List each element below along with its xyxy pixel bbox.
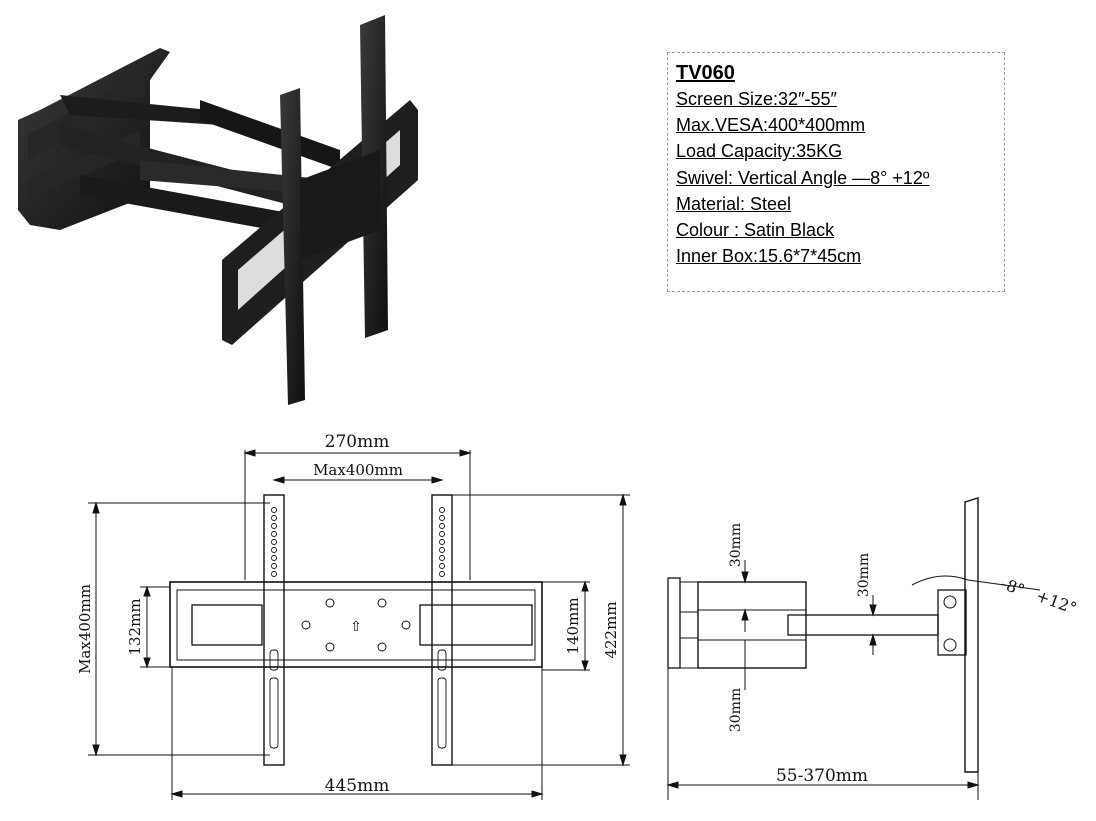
- tilt-down-label: -8°: [999, 574, 1028, 600]
- rail-holes: [269, 507, 447, 749]
- dim-vesa-max: Max400mm: [313, 461, 403, 479]
- product-photo: [18, 15, 418, 405]
- dim-width-top: 270mm: [325, 432, 390, 452]
- tv-plate: [222, 15, 418, 405]
- dim-extension: 55-370mm: [776, 766, 868, 786]
- technical-drawing: ⇧ 270mm Max400mm Max400mm 132mm 140: [76, 432, 1080, 800]
- dim-arm-offset: 30mm: [856, 553, 872, 597]
- front-view: ⇧ 270mm Max400mm Max400mm 132mm 140: [76, 432, 630, 800]
- spec-load-capacity: Load Capacity:35KG: [676, 141, 843, 162]
- side-view: 30mm 30mm 30mm -8° +12° 55-370mm: [666, 497, 1080, 800]
- dim-offset-bottom: 30mm: [728, 688, 744, 732]
- model-title: TV060: [676, 62, 735, 84]
- dim-total-height: 422mm: [602, 601, 620, 658]
- svg-text:⇧: ⇧: [350, 619, 362, 635]
- spec-max-vesa: Max.VESA:400*400mm: [676, 115, 866, 136]
- spec-swivel: Swivel: Vertical Angle —8° +12º: [676, 167, 930, 188]
- dim-plate-height: 140mm: [564, 597, 582, 654]
- dim-offset-top: 30mm: [728, 523, 744, 567]
- spec-material: Material: Steel: [676, 193, 792, 214]
- spec-inner-box: Inner Box:15.6*7*45cm: [676, 246, 862, 267]
- swing-arms: [60, 95, 340, 235]
- dim-height-left: Max400mm: [76, 584, 94, 674]
- dim-total-width: 445mm: [325, 776, 390, 796]
- dim-arm-height: 132mm: [126, 598, 144, 655]
- spec-screen-size: Screen Size:32″-55″: [676, 89, 837, 109]
- spec-box: TV060 Screen Size:32″-55″ Max.VESA:400*4…: [667, 52, 1005, 292]
- tilt-up-label: +12°: [1034, 586, 1080, 618]
- spec-colour: Colour : Satin Black: [676, 220, 835, 241]
